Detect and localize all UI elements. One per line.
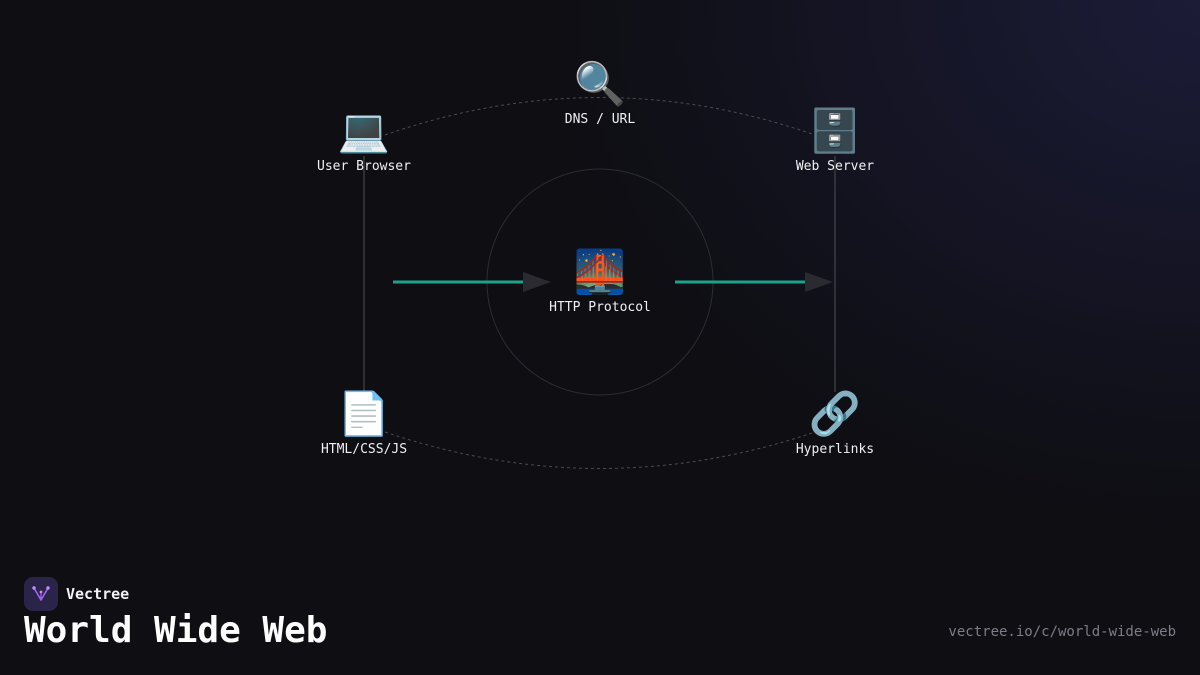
node-http-protocol[interactable]: 🌉 HTTP Protocol: [510, 247, 690, 316]
orbit-arc-bottom: [384, 431, 816, 469]
node-hyperlinks[interactable]: 🔗 Hyperlinks: [745, 389, 925, 458]
node-dns-label: DNS / URL: [564, 112, 636, 127]
file-cabinet-icon: 🗄️: [808, 106, 862, 155]
node-html-css-js-label: HTML/CSS/JS: [320, 442, 408, 457]
orbit-arc-top: [384, 97, 816, 136]
bridge-at-night-icon: 🌉: [573, 247, 627, 296]
node-hyperlinks-label: Hyperlinks: [795, 442, 875, 457]
vectree-logo-icon: [24, 577, 58, 611]
node-dns[interactable]: 🔍 DNS / URL: [510, 59, 690, 128]
laptop-icon: 💻: [337, 106, 391, 155]
node-web-server[interactable]: 🗄️ Web Server: [745, 106, 925, 175]
node-user-browser-label: User Browser: [317, 159, 411, 174]
node-http-protocol-label: HTTP Protocol: [549, 300, 651, 315]
node-web-server-label: Web Server: [795, 159, 875, 174]
document-icon: 📄: [337, 389, 391, 438]
node-html-css-js[interactable]: 📄 HTML/CSS/JS: [274, 389, 454, 458]
node-user-browser[interactable]: 💻 User Browser: [274, 106, 454, 175]
brand-name: Vectree: [66, 585, 130, 603]
magnifying-glass-icon: 🔍: [573, 59, 627, 108]
page-url[interactable]: vectree.io/c/world-wide-web: [948, 624, 1176, 640]
page-title: World Wide Web: [24, 610, 328, 651]
brand[interactable]: Vectree: [24, 577, 129, 611]
link-icon: 🔗: [808, 389, 862, 438]
